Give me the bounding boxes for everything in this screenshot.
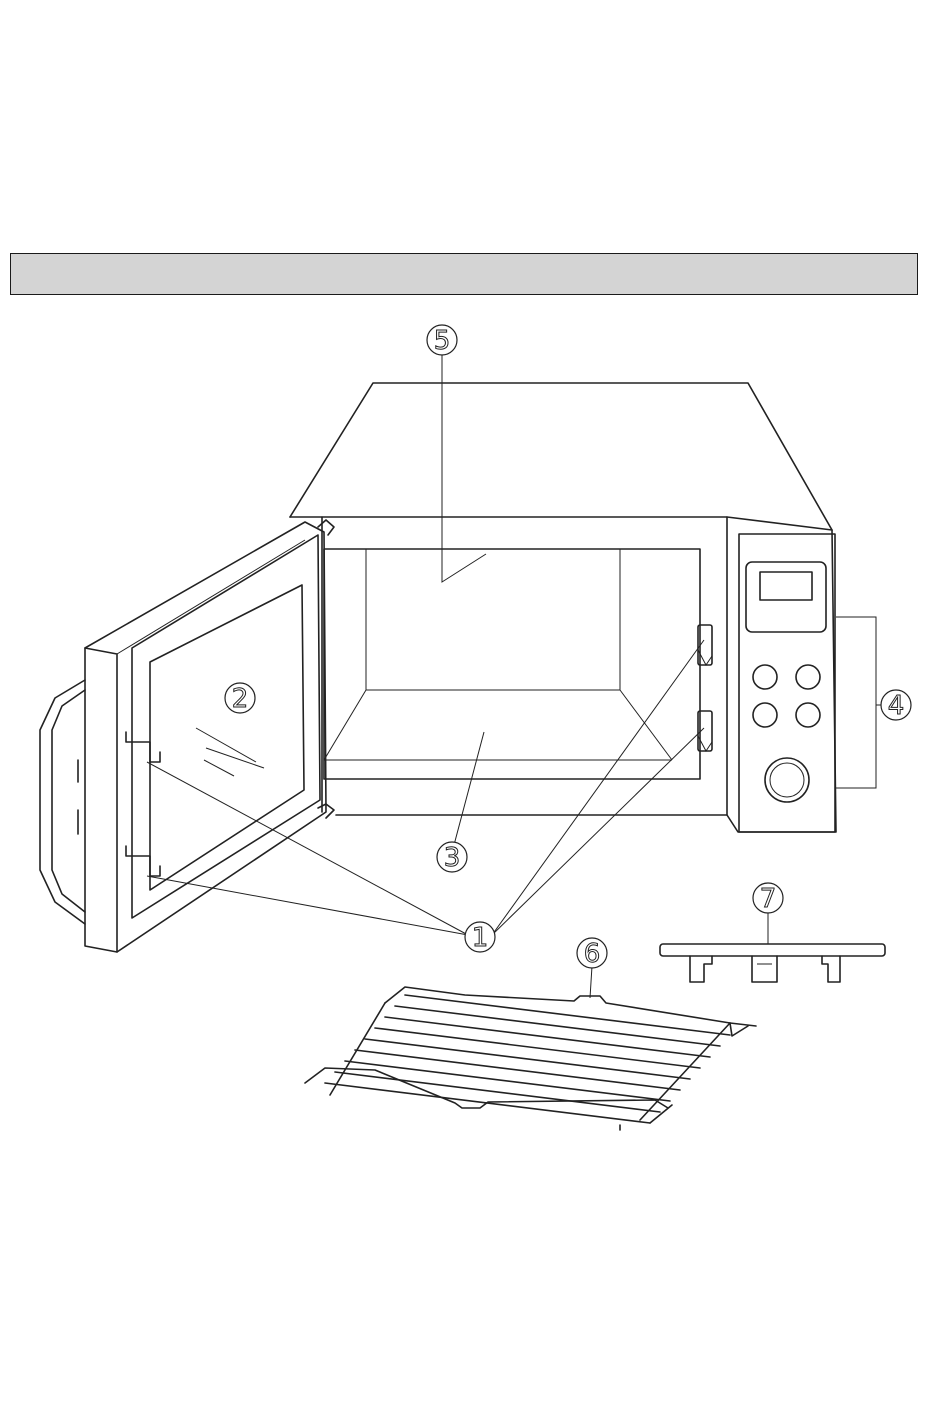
callout-1: 1 xyxy=(465,922,495,953)
callout-2-label: 2 xyxy=(232,684,249,714)
callout-4: 4 xyxy=(881,690,911,721)
callout-5: 5 xyxy=(427,325,457,356)
callout-4-label: 4 xyxy=(888,691,905,721)
control-panel xyxy=(727,517,836,832)
wire-rack xyxy=(305,987,756,1130)
display-window xyxy=(746,562,826,632)
baking-tray xyxy=(660,944,885,982)
callout-3: 3 xyxy=(437,842,467,873)
oven-cavity xyxy=(324,549,700,779)
control-dial xyxy=(765,758,809,802)
oven-body xyxy=(290,383,832,815)
callout-6: 6 xyxy=(577,938,607,969)
callout-6-label: 6 xyxy=(584,939,601,969)
control-button xyxy=(753,665,777,689)
door-handle xyxy=(40,680,85,924)
control-button xyxy=(796,665,820,689)
callout-5-label: 5 xyxy=(434,326,451,356)
callout-7-label: 7 xyxy=(760,884,777,914)
callout-3-label: 3 xyxy=(444,843,461,873)
control-button xyxy=(753,703,777,727)
callout-1-label: 1 xyxy=(472,923,489,953)
control-button xyxy=(796,703,820,727)
callout-7: 7 xyxy=(753,883,783,914)
callout-2: 2 xyxy=(225,683,255,714)
